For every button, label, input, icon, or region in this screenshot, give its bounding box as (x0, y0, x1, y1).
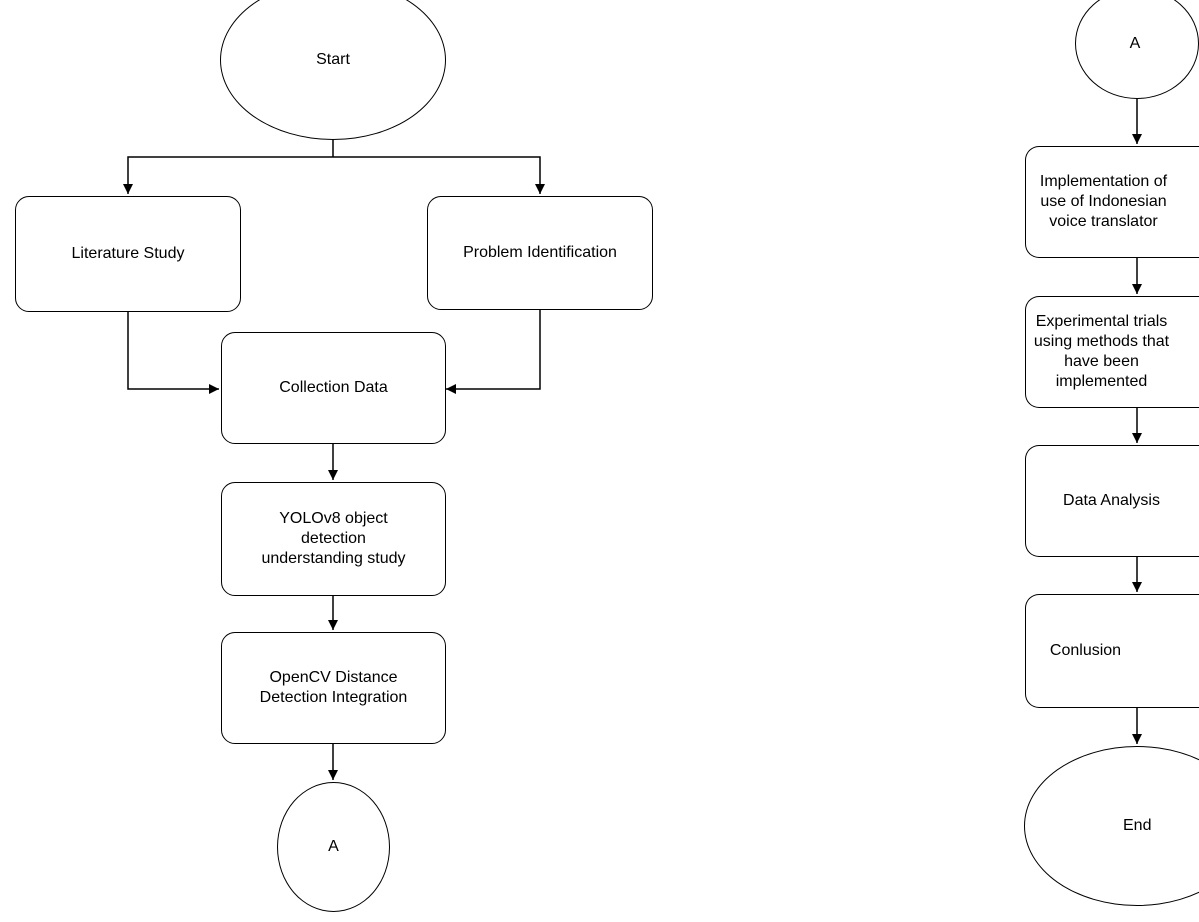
experimental-trials-node: Experimental trials using methods that h… (1025, 296, 1199, 408)
opencv-integration-node: OpenCV Distance Detection Integration (221, 632, 446, 744)
arrow-problem-to-collection (446, 310, 541, 394)
implementation-label: Implementation of use of Indonesian voic… (1039, 173, 1168, 230)
arrow-literature-to-collection (127, 312, 219, 394)
literature-study-node: Literature Study (15, 196, 241, 312)
start-node: Start (220, 0, 446, 140)
opencv-integration-label: OpenCV Distance Detection Integration (259, 669, 408, 706)
yolo-study-label: YOLOv8 object detection understanding st… (261, 510, 406, 567)
data-analysis-label: Data Analysis (1063, 492, 1160, 509)
connector-a-left-node: A (277, 782, 390, 912)
connector-a-left-label: A (328, 838, 339, 855)
arrow-start-to-problem (333, 156, 545, 194)
implementation-node: Implementation of use of Indonesian voic… (1025, 146, 1199, 258)
connector-a-right-node: A (1075, 0, 1199, 99)
connector-a-right-label: A (1129, 34, 1141, 52)
collection-data-label: Collection Data (279, 379, 388, 396)
yolo-study-node: YOLOv8 object detection understanding st… (221, 482, 446, 596)
problem-identification-node: Problem Identification (427, 196, 653, 310)
arrow-start-to-literature (123, 156, 333, 194)
collection-data-node: Collection Data (221, 332, 446, 444)
data-analysis-node: Data Analysis (1025, 445, 1199, 557)
problem-identification-label: Problem Identification (463, 244, 617, 261)
literature-study-label: Literature Study (71, 245, 185, 262)
start-label: Start (316, 51, 350, 68)
experimental-trials-label: Experimental trials using methods that h… (1033, 313, 1170, 390)
end-node: End (1024, 746, 1199, 906)
conclusion-node: Conlusion (1025, 594, 1199, 708)
conclusion-label: Conlusion (1049, 642, 1122, 659)
end-label: End (1123, 817, 1152, 834)
